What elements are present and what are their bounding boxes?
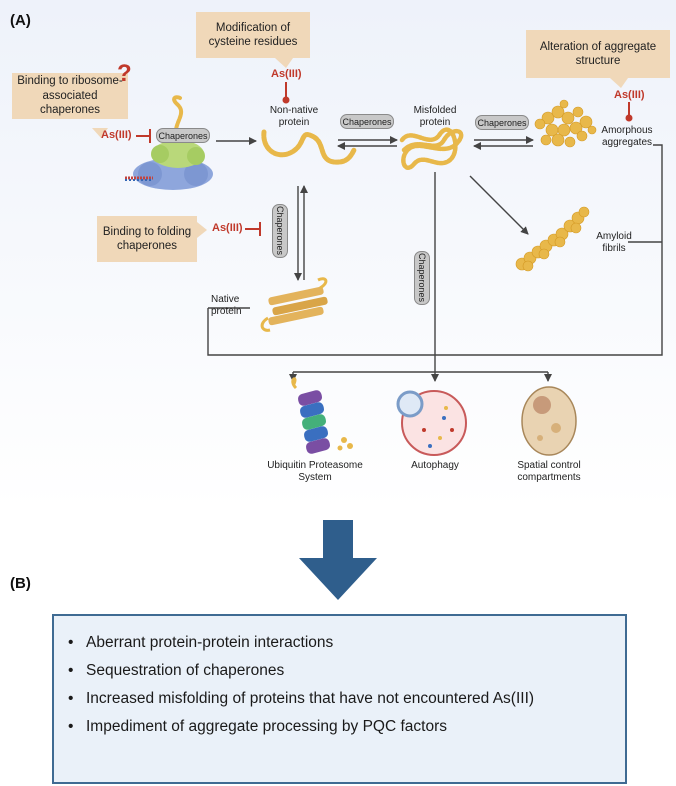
label-non-native-protein: Non-native protein [269,105,319,128]
autophagy-illustration [396,390,467,456]
arsenic-aggregate: As(III) [614,89,645,101]
panel-b-label: (B) [10,575,31,592]
consequences-list: Aberrant protein-protein interactions Se… [54,634,625,736]
callout-folding: Binding to folding chaperones [97,216,197,262]
callout-pointer-cysteine [275,58,293,68]
consequences-box: Aberrant protein-protein interactions Se… [52,614,627,784]
consequence-item: Impediment of aggregate processing by PQ… [68,718,625,736]
arsenic-folding: As(III) [212,222,243,234]
label-amorphous-aggregates: Amorphous aggregates [601,125,653,148]
callout-aggregate: Alteration of aggregate structure [526,30,670,78]
amorphous-aggregate [534,99,597,148]
native-protein-illustration [260,277,328,332]
proteasome-illustration [291,377,353,454]
chaperones-degradation: Chaperones [414,251,430,305]
callout-pointer-folding [197,222,207,238]
consequence-item: Sequestration of chaperones [68,662,625,680]
label-spatial-compartments: Spatial control compartments [517,460,581,483]
consequence-item: Aberrant protein-protein interactions [68,634,625,652]
label-native-protein: Native protein [211,294,242,317]
label-amyloid-fibrils: Amyloid fibrils [596,231,632,254]
callout-cysteine: Modification of cysteine residues [196,12,310,58]
modify-cysteine [282,82,290,104]
inhibit-folding [245,222,261,236]
transition-arrow [299,520,377,600]
modify-aggregate [625,102,633,122]
chaperones-ribosome: Chaperones [156,128,210,143]
label-misfolded-protein: Misfolded protein [413,105,457,128]
amyloid-fibril [515,206,590,272]
arsenic-ribosome: As(III) [101,129,132,141]
panel-a-label: (A) [10,12,31,29]
misfolded-protein-tangle [399,127,464,170]
non-native-protein-chain [261,129,357,165]
bracket-line [207,144,663,356]
label-ups: Ubiquitin Proteasome System [267,460,363,483]
arsenic-cysteine: As(III) [271,68,302,80]
chaperones-nonnative-misfolded: Chaperones [340,114,394,129]
chaperones-folding: Chaperones [272,204,288,258]
label-autophagy: Autophagy [411,460,459,471]
spatial-compartment-illustration [521,386,577,456]
callout-ribosome: Binding to ribosome-associated chaperone… [12,73,128,119]
inhibit-ribosome [136,129,151,143]
ribosome-illustration [125,95,213,190]
question-mark: ? [117,60,132,87]
callout-pointer-aggregate [610,78,628,88]
consequence-item: Increased misfolding of proteins that ha… [68,690,625,708]
arrow-misfolded-to-amyloid [469,175,529,235]
callout-pointer-ribosome [92,128,108,138]
chaperones-misfolded-aggregates: Chaperones [475,115,529,130]
